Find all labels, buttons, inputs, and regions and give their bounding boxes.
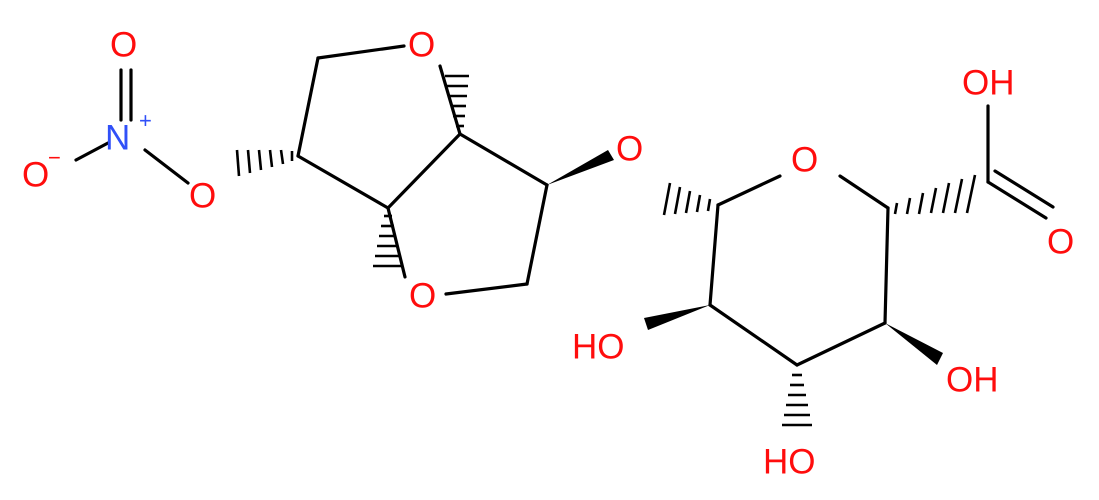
nitrate-ester-oxygen: O xyxy=(189,177,216,216)
bond-c3-c2 xyxy=(708,303,799,367)
hash-bridgehead-bottom xyxy=(373,214,402,268)
bond-bridgehead-ring-o-bottom xyxy=(386,206,407,279)
hash-bridgehead-top xyxy=(445,74,469,128)
bond-bridgehead-bridgehead xyxy=(386,132,462,210)
bond-carboxyl-c-o-double-a xyxy=(986,180,1048,220)
bond-bridgehead-ring-o-top xyxy=(438,64,462,136)
glycosidic-oxygen: O xyxy=(616,130,643,169)
bonds xyxy=(74,44,1055,367)
bond-ring-o-c5 xyxy=(838,174,890,210)
wedge-ether-c-o xyxy=(547,150,614,185)
wedge-c4-hydroxyl xyxy=(885,323,943,365)
bond-ring-o-top-c xyxy=(296,56,320,158)
hash-anomeric-glycosidic-o xyxy=(662,182,712,216)
nitro-oxygen-minus-charge: − xyxy=(48,145,61,170)
hydroxyl-c4: OH xyxy=(946,361,999,400)
bond-anomeric-ring-o xyxy=(716,174,782,207)
ring-oxygen-top: O xyxy=(408,26,435,65)
wedge-bonds xyxy=(547,150,943,365)
nitro-nitrogen-charge: + xyxy=(139,108,152,133)
hash-c3-hydroxyl xyxy=(782,373,812,427)
ring-oxygen-bottom: O xyxy=(409,277,436,316)
bond-c-nitrate-c-bridge xyxy=(296,154,390,210)
carbonyl-oxygen: O xyxy=(1047,223,1074,262)
bond-ring-o-bottom-c xyxy=(444,282,529,296)
wedge-c2-hydroxyl xyxy=(644,305,710,330)
bond-c-c-ether xyxy=(525,183,549,286)
bond-bridgehead-c-ether xyxy=(458,132,549,187)
hash-c-nitrate-o xyxy=(235,149,294,177)
nitro-oxygen-top: O xyxy=(110,26,137,65)
carboxyl-hydroxyl: OH xyxy=(962,64,1015,103)
bond-nitro-n-o-minus xyxy=(74,141,110,162)
atom-labels: O N + O − O O O O O OH O HO OH HO xyxy=(22,26,1074,482)
bond-c-ring-o-top-left xyxy=(316,44,406,60)
pyranose-ring-oxygen: O xyxy=(791,141,818,180)
hydroxyl-c3: HO xyxy=(763,443,816,482)
bond-carboxyl-c-o-double-b xyxy=(993,169,1055,209)
hash-c5-carboxyl xyxy=(893,174,977,215)
bond-c2-anomeric xyxy=(708,203,720,307)
nitro-oxygen-minus: O xyxy=(22,156,49,195)
bond-nitro-n-o-ester xyxy=(143,148,190,185)
hydroxyl-c2: HO xyxy=(572,328,625,367)
bond-c5-c4 xyxy=(883,206,890,325)
nitro-nitrogen: N xyxy=(105,119,130,158)
hashed-bonds xyxy=(235,74,977,427)
bond-c4-c3 xyxy=(795,321,887,367)
